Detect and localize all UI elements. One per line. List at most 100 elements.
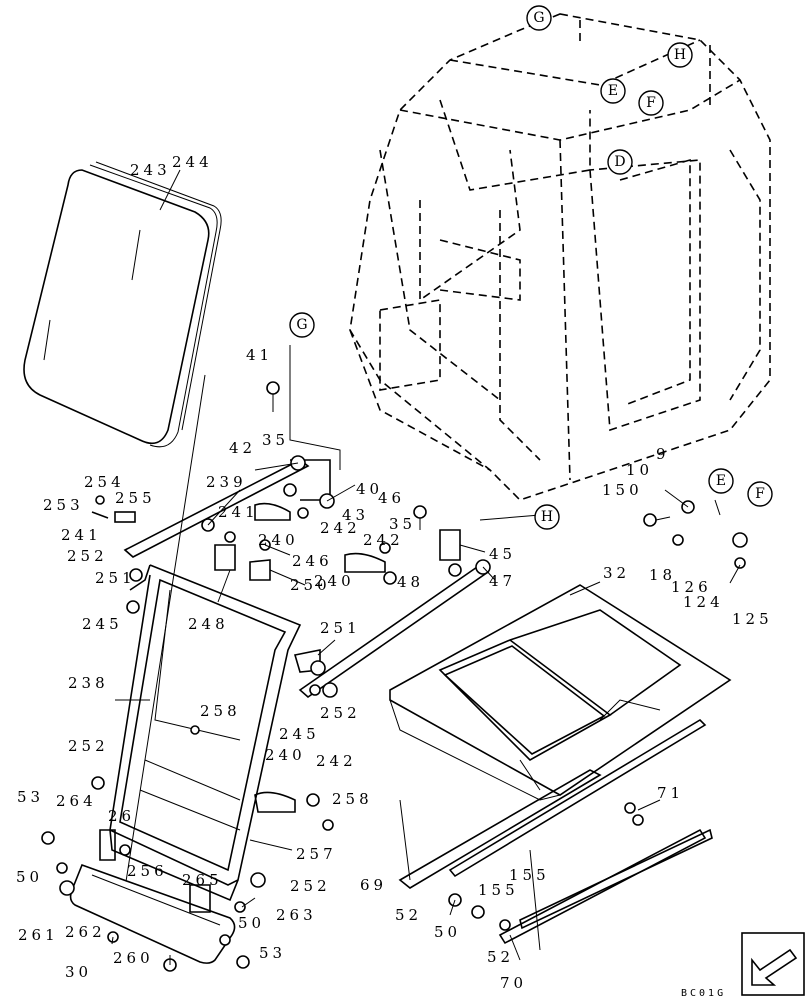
hardware-fasteners <box>41 381 748 972</box>
part-callout-45: 45 <box>489 545 516 563</box>
connector-bubbles: G H E F D G H E F <box>289 5 773 530</box>
part-callout-248: 248 <box>188 615 229 633</box>
part-callout-124: 124 <box>683 593 724 611</box>
part-callout-251: 251 <box>95 569 136 587</box>
part-callout-260: 260 <box>113 949 154 967</box>
part-callout-52: 52 <box>487 948 514 966</box>
connector-circle <box>747 481 773 507</box>
part-callout-10: 10 <box>626 461 653 479</box>
connector-e: E <box>600 78 626 104</box>
connector-g: G <box>289 312 315 338</box>
connector-circle <box>607 149 633 175</box>
part-callout-244: 244 <box>172 153 213 171</box>
connector-letter: G <box>533 10 544 26</box>
connector-h: H <box>534 504 560 530</box>
connector-circle <box>534 504 560 530</box>
part-callout-245: 245 <box>279 725 320 743</box>
connector-circle <box>600 78 626 104</box>
cab-frame <box>349 13 771 501</box>
part-callout-252: 252 <box>320 704 361 722</box>
part-callout-50: 50 <box>238 914 265 932</box>
part-callout-257: 257 <box>296 845 337 863</box>
part-callout-47: 47 <box>489 572 516 590</box>
part-callout-252: 252 <box>67 547 108 565</box>
part-callout-26: 26 <box>108 807 135 825</box>
connector-letter: E <box>608 83 618 99</box>
part-callout-252: 252 <box>68 737 109 755</box>
part-callout-155: 155 <box>509 866 550 884</box>
front-direction-arrow-icon <box>741 932 805 996</box>
part-callout-35: 35 <box>262 431 289 449</box>
part-callout-41: 41 <box>246 346 273 364</box>
part-callout-252: 252 <box>290 877 331 895</box>
part-callout-243: 243 <box>130 161 171 179</box>
connector-f: F <box>747 481 773 507</box>
part-callout-48: 48 <box>397 573 424 591</box>
part-callout-265: 265 <box>182 871 223 889</box>
part-callout-262: 262 <box>65 923 106 941</box>
part-callout-263: 263 <box>276 906 317 924</box>
lower-glass-panel <box>69 829 236 964</box>
part-callout-71: 71 <box>657 784 684 802</box>
connector-g: G <box>526 5 552 31</box>
part-callout-42: 42 <box>229 439 256 457</box>
part-callout-254: 254 <box>84 473 125 491</box>
part-callout-245: 245 <box>82 615 123 633</box>
part-callout-239: 239 <box>206 473 247 491</box>
part-callout-32: 32 <box>603 564 630 582</box>
leader-lines <box>111 169 741 965</box>
part-callout-258: 258 <box>200 702 241 720</box>
part-callout-70: 70 <box>500 974 527 992</box>
connector-circle <box>638 90 664 116</box>
part-callout-242: 242 <box>316 752 357 770</box>
part-callout-126: 126 <box>671 578 712 596</box>
window-glass-assembly <box>23 161 222 921</box>
connector-h: H <box>667 42 693 68</box>
part-callout-53: 53 <box>259 944 286 962</box>
part-callout-9: 9 <box>656 445 670 463</box>
part-callout-240: 240 <box>314 572 355 590</box>
part-callout-155: 155 <box>478 881 519 899</box>
part-callout-40: 40 <box>356 480 383 498</box>
connector-e: E <box>708 468 734 494</box>
part-callout-255: 255 <box>115 489 156 507</box>
part-callout-240: 240 <box>265 746 306 764</box>
part-callout-242: 242 <box>363 531 404 549</box>
part-callout-50: 50 <box>434 923 461 941</box>
connector-letter: D <box>614 154 625 170</box>
part-callout-261: 261 <box>18 926 59 944</box>
part-callout-241: 241 <box>61 526 102 544</box>
part-callout-250: 250 <box>290 576 331 594</box>
part-callout-246: 246 <box>292 552 333 570</box>
part-callout-150: 150 <box>602 481 643 499</box>
part-callout-43: 43 <box>342 506 369 524</box>
connector-f: F <box>638 90 664 116</box>
part-callout-69: 69 <box>360 876 387 894</box>
part-callout-258: 258 <box>332 790 373 808</box>
part-callout-30: 30 <box>65 963 92 981</box>
connector-circle <box>708 468 734 494</box>
part-callout-50: 50 <box>16 868 43 886</box>
connector-letter: F <box>646 95 656 111</box>
part-callout-242: 242 <box>320 519 361 537</box>
connector-circle <box>667 42 693 68</box>
part-callout-240: 240 <box>258 531 299 549</box>
connector-circle <box>526 5 552 31</box>
roof-panel <box>389 584 732 801</box>
part-callout-18: 18 <box>649 566 676 584</box>
part-callout-52: 52 <box>395 906 422 924</box>
part-callout-256: 256 <box>127 862 168 880</box>
connector-letter: G <box>296 317 307 333</box>
connector-letter: E <box>716 473 726 489</box>
floor-rails <box>398 718 713 951</box>
connector-circle <box>289 312 315 338</box>
part-callout-53: 53 <box>17 788 44 806</box>
part-callout-241: 241 <box>218 503 259 521</box>
part-callout-238: 238 <box>68 674 109 692</box>
part-callout-46: 46 <box>378 489 405 507</box>
drawing-code: BC01G <box>681 988 726 999</box>
connector-letter: F <box>755 486 765 502</box>
